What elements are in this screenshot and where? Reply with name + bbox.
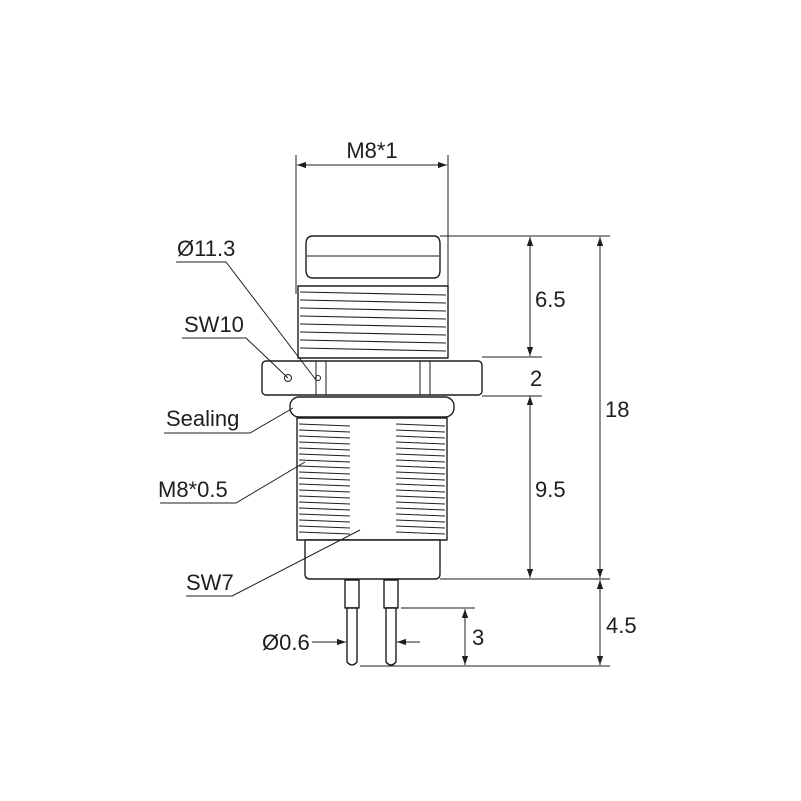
pin-right (385, 607, 397, 666)
thread-line (395, 453, 446, 457)
thread-line (298, 435, 351, 439)
label-dia-11-3: Ø11.3 (177, 236, 235, 261)
pin-right-base (383, 579, 399, 609)
thread-line (299, 323, 447, 328)
dim-18: 18 (605, 397, 629, 422)
thread-line (298, 477, 351, 481)
thread-line (298, 495, 351, 499)
label-m8x1: M8*1 (346, 138, 397, 163)
thread-line (395, 531, 446, 535)
labels: M8*1 Ø11.3 SW10 Sealing M8*0.5 SW7 Ø0.6 … (158, 138, 637, 655)
label-dia-0-6: Ø0.6 (262, 630, 310, 655)
thread-line (395, 525, 446, 529)
thread-line (298, 471, 351, 475)
thread-line (395, 519, 446, 523)
thread-line (395, 423, 446, 427)
dim-9-5: 9.5 (535, 477, 566, 502)
thread-line (299, 339, 447, 344)
label-sw10: SW10 (184, 312, 244, 337)
thread-line (395, 435, 446, 439)
thread-line (299, 315, 447, 320)
label-sw7: SW7 (186, 570, 234, 595)
thread-line (299, 299, 447, 304)
thread-line (298, 447, 351, 451)
thread-line (298, 489, 351, 493)
thread-line (395, 471, 446, 475)
thread-line (298, 501, 351, 505)
label-m8x0-5: M8*0.5 (158, 477, 228, 502)
thread-line (395, 447, 446, 451)
pin-left (346, 607, 358, 666)
thread-line (298, 423, 351, 427)
thread-line (395, 429, 446, 433)
dimension-lines (160, 155, 610, 667)
thread-line (395, 483, 446, 487)
dim-6-5: 6.5 (535, 287, 566, 312)
thread-line (298, 483, 351, 487)
thread-line (395, 495, 446, 499)
thread-line (299, 347, 447, 352)
thread-line (395, 513, 446, 517)
label-sealing: Sealing (166, 406, 239, 431)
upper-thread (297, 285, 449, 359)
hex-nut (261, 360, 483, 396)
bottom-hex (304, 539, 441, 580)
dim-4-5: 4.5 (606, 613, 637, 638)
thread-line (395, 459, 446, 463)
thread-line (298, 459, 351, 463)
thread-line (298, 513, 351, 517)
thread-line (298, 465, 351, 469)
thread-line (395, 507, 446, 511)
thread-line (298, 531, 351, 535)
pin-left-base (344, 579, 360, 609)
thread-line (395, 501, 446, 505)
thread-line (298, 507, 351, 511)
connector-body (261, 235, 483, 666)
thread-line (395, 441, 446, 445)
thread-line (298, 453, 351, 457)
dim-3: 3 (472, 625, 484, 650)
sealing-ring (289, 396, 455, 418)
dim-2: 2 (530, 366, 542, 391)
thread-line (395, 465, 446, 469)
thread-line (298, 429, 351, 433)
thread-line (395, 489, 446, 493)
thread-line (298, 441, 351, 445)
top-cap (305, 235, 441, 279)
thread-line (298, 525, 351, 529)
thread-line (299, 331, 447, 336)
thread-line (299, 291, 447, 296)
thread-line (298, 519, 351, 523)
thread-line (395, 477, 446, 481)
thread-line (299, 307, 447, 312)
